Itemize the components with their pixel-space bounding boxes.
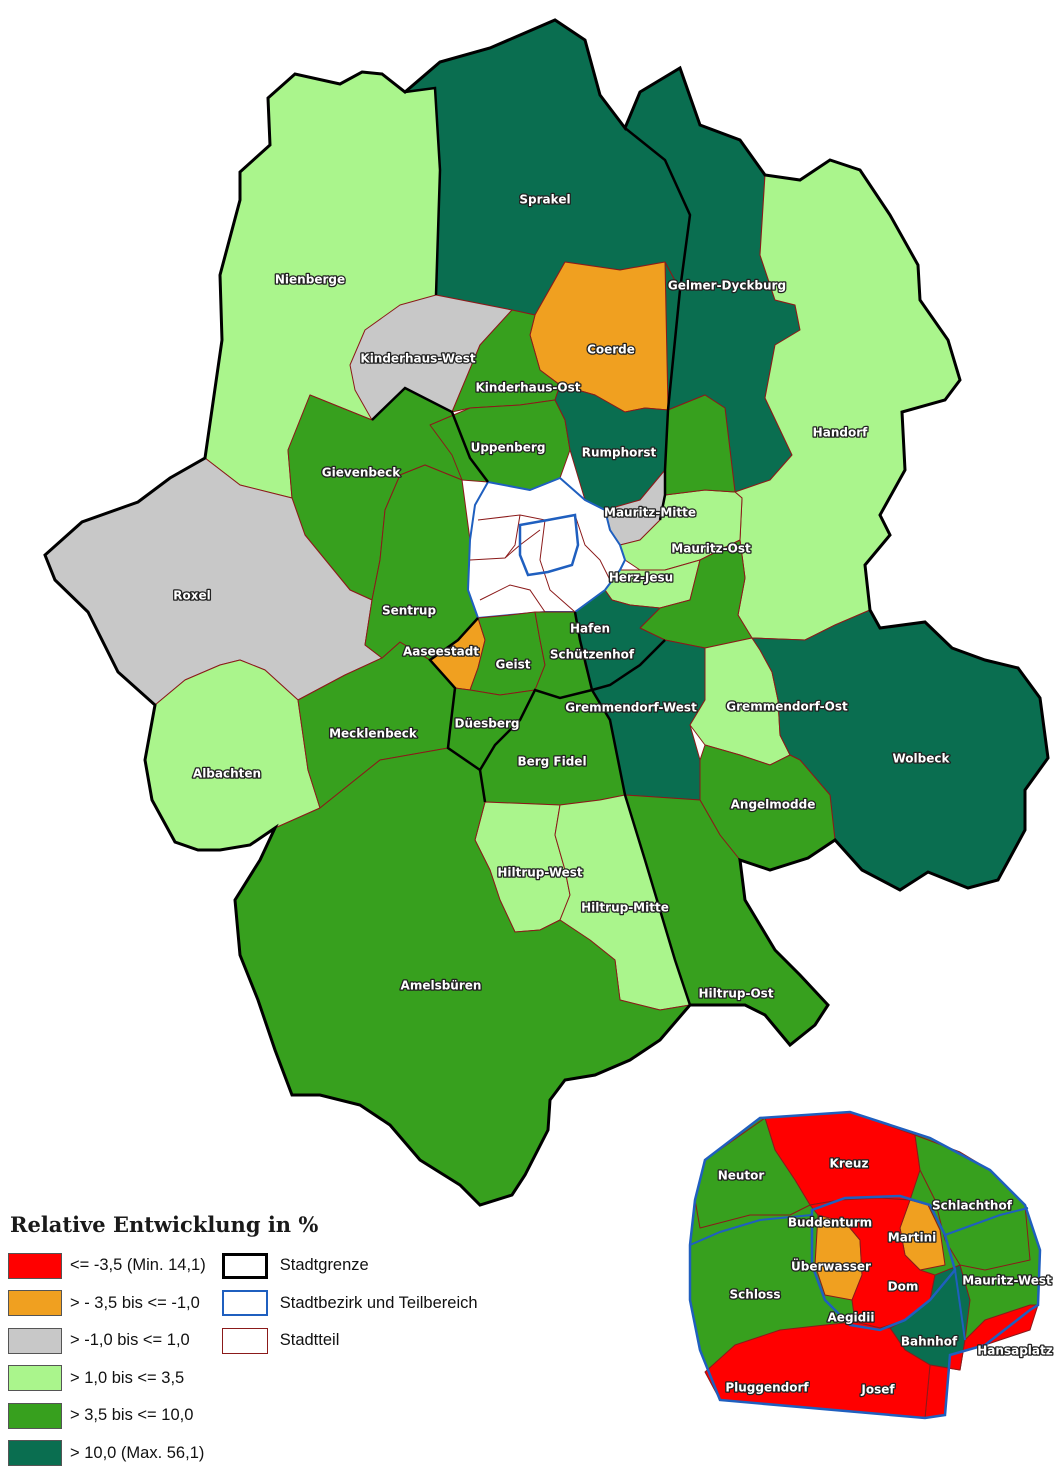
inset-label-mauritz-west: Mauritz-West: [962, 1274, 1052, 1288]
city-center-district-boundary: [518, 513, 580, 577]
legend-boundary-item: Stadtbezirk und Teilbereich: [206, 1285, 478, 1323]
label-rumphorst: Rumphorst: [582, 446, 657, 460]
legend-boundary-label: Stadtteil: [279, 1331, 340, 1350]
label-gievenbeck: Gievenbeck: [322, 466, 401, 480]
inset-label-ueberwasser: Überwasser: [791, 1259, 871, 1274]
city-boundary-swatch: [221, 1252, 268, 1279]
district-boundaries: [371, 86, 692, 1006]
inset-label-schloss: Schloss: [730, 1288, 781, 1302]
label-herz-jesu: Herz-Jesu: [609, 571, 673, 585]
inset-map: [689, 1111, 1041, 1419]
label-berg-fidel: Berg Fidel: [517, 755, 586, 769]
label-gremmendorf-ost: Gremmendorf-Ost: [726, 700, 848, 714]
inset-label-hansaplatz: Hansaplatz: [977, 1344, 1052, 1358]
legend-title: Relative Entwicklung in %: [10, 1212, 319, 1237]
inset-label-buddenturm: Buddenturm: [788, 1216, 872, 1230]
legend-item-label: <= -3,5 (Min. 14,1): [70, 1256, 206, 1275]
legend-item-label: > 1,0 bis <= 3,5: [70, 1368, 185, 1387]
label-mauritz-mitte: Mauritz-Mitte: [604, 506, 696, 520]
label-gremmendorf-west: Gremmendorf-West: [565, 701, 697, 715]
label-roxel: Roxel: [173, 589, 210, 603]
legend-item-label: > 10,0 (Max. 56,1): [70, 1443, 205, 1462]
legend-boundaries: Stadtgrenze Stadtbezirk und Teilbereich …: [206, 1247, 478, 1472]
label-kinderhaus-ost: Kinderhaus-Ost: [476, 381, 581, 395]
region-mauritz-east-belt: [664, 394, 736, 496]
legend-swatch: [8, 1402, 62, 1429]
label-sprakel: Sprakel: [519, 193, 570, 207]
legend-swatch: [8, 1252, 62, 1279]
label-uppenberg: Uppenberg: [471, 441, 546, 455]
legend-item: > 10,0 (Max. 56,1): [8, 1435, 206, 1472]
legend-boundary-item: Stadtteil: [206, 1322, 478, 1360]
inset-inner-boundary: [810, 1194, 957, 1332]
label-mecklenbeck: Mecklenbeck: [329, 727, 418, 741]
legend-item-label: > 3,5 bis <= 10,0: [70, 1406, 194, 1425]
part-boundary-swatch: [221, 1327, 268, 1354]
inset-label-kreuz: Kreuz: [830, 1157, 869, 1171]
inset-label-martini: Martini: [888, 1231, 936, 1245]
inset-label-pluggendorf: Pluggendorf: [725, 1381, 809, 1395]
inset-label-schlachthof: Schlachthof: [932, 1199, 1013, 1213]
label-handorf: Handorf: [813, 426, 868, 440]
label-schuetzenhof: Schützenhof: [550, 648, 635, 662]
district-boundary-swatch: [221, 1290, 268, 1317]
label-gelmer-dyckburg: Gelmer-Dyckburg: [668, 279, 786, 293]
label-kinderhaus-west: Kinderhaus-West: [360, 352, 475, 366]
city-boundary: [43, 18, 1050, 1207]
legend-swatch: [8, 1327, 62, 1354]
legend-item-label: > -1,0 bis <= 1,0: [70, 1331, 190, 1350]
inset-label-bahnhof: Bahnhof: [901, 1335, 958, 1349]
inset-neutor: [694, 1117, 811, 1229]
legend-swatch: [8, 1440, 62, 1467]
legend: Relative Entwicklung in % <= -3,5 (Min. …: [8, 1212, 478, 1472]
label-wolbeck: Wolbeck: [893, 752, 951, 766]
label-aaseestadt: Aaseestadt: [403, 645, 479, 659]
region-uppenberg: [429, 399, 571, 491]
inset-label-dom: Dom: [888, 1280, 919, 1294]
label-hiltrup-west: Hiltrup-West: [497, 866, 583, 880]
label-geist: Geist: [496, 658, 531, 672]
region-city-center: [467, 477, 626, 619]
region-handorf: [734, 159, 961, 641]
legend-item: > 3,5 bis <= 10,0: [8, 1397, 206, 1435]
legend-swatch: [8, 1290, 62, 1317]
label-amelsbueren: Amelsbüren: [401, 979, 482, 993]
legend-item-label: > - 3,5 bis <= -1,0: [70, 1293, 200, 1312]
legend-classes: <= -3,5 (Min. 14,1) > - 3,5 bis <= -1,0 …: [8, 1247, 206, 1472]
label-mauritz-ost: Mauritz-Ost: [671, 542, 751, 556]
legend-boundary-label: Stadtgrenze: [279, 1256, 369, 1275]
inset-outer-boundary: [688, 1110, 1042, 1420]
label-nienberge: Nienberge: [275, 273, 345, 287]
inset-district-line: [689, 1207, 1029, 1341]
district-labels: Sprakel Gelmer-Dyckburg Nienberge Coerde…: [172, 191, 952, 1002]
legend-swatch: [8, 1365, 62, 1392]
label-hiltrup-mitte: Hiltrup-Mitte: [581, 901, 669, 915]
legend-item: <= -3,5 (Min. 14,1): [8, 1247, 206, 1285]
label-angelmodde: Angelmodde: [731, 798, 816, 812]
label-sentrup: Sentrup: [382, 604, 437, 618]
label-hafen: Hafen: [570, 622, 610, 636]
inset-label-josef: Josef: [860, 1383, 895, 1397]
legend-boundary-item: Stadtgrenze: [206, 1247, 478, 1285]
label-hiltrup-ost: Hiltrup-Ost: [698, 987, 773, 1001]
legend-boundary-label: Stadtbezirk und Teilbereich: [279, 1293, 478, 1312]
legend-item: > - 3,5 bis <= -1,0: [8, 1285, 206, 1323]
region-geist: [469, 611, 546, 696]
inset-label-neutor: Neutor: [718, 1169, 765, 1183]
legend-item: > -1,0 bis <= 1,0: [8, 1322, 206, 1360]
inset-pluggendorf-josef: [704, 1321, 931, 1419]
label-duesberg: Düesberg: [454, 717, 519, 731]
label-albachten: Albachten: [193, 767, 261, 781]
inset-label-aegidii: Aegidii: [828, 1311, 875, 1325]
label-coerde: Coerde: [587, 343, 635, 357]
inset-labels: Kreuz Neutor Schlachthof Buddenturm Mart…: [716, 1155, 1054, 1398]
legend-item: > 1,0 bis <= 3,5: [8, 1360, 206, 1398]
